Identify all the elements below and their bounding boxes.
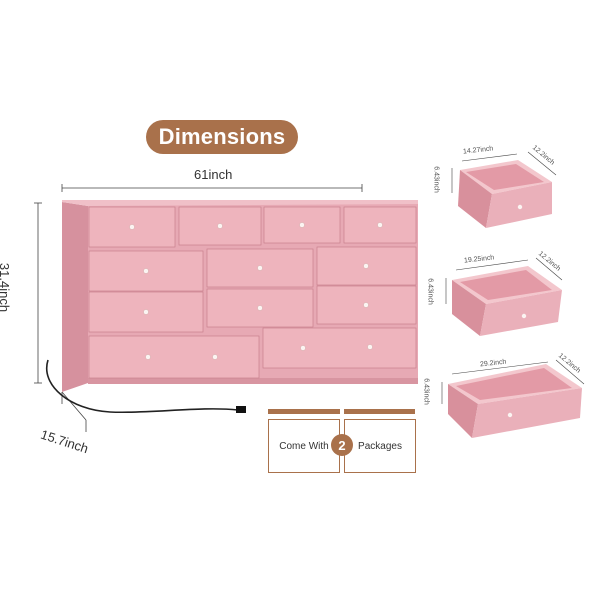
dresser-side (62, 202, 88, 392)
package-count-badge: 2 (331, 434, 353, 456)
drawer-row-2 (88, 246, 417, 292)
depth-dimension-line (61, 391, 87, 432)
drawer-row-top (88, 206, 417, 248)
drawer-medium-height-label: 6.43inch (426, 278, 434, 305)
drawer-medium-illustration (445, 257, 563, 336)
drawer-small-height-label: 6.43inch (432, 166, 440, 193)
width-dimension-line (61, 184, 363, 192)
dresser-base (88, 378, 418, 384)
drawer-small-illustration (451, 151, 557, 228)
package-bar-right (344, 409, 415, 414)
package-box-right: Packages (344, 419, 416, 473)
drawer-row-bottom (88, 327, 417, 379)
drawer-knobs (129, 222, 383, 360)
dresser-top (62, 200, 418, 206)
power-plug-icon (236, 406, 246, 413)
dresser-width-label: 61inch (194, 167, 233, 182)
power-cord-icon (45, 359, 239, 414)
dresser-height-label: 31.4inch (0, 262, 13, 313)
package-right-text: Packages (358, 440, 402, 452)
dimensions-title: Dimensions (146, 120, 298, 154)
package-box-left: Come With (268, 419, 340, 473)
drawer-large-height-label: 6.43inch (422, 378, 430, 405)
package-bar-left (268, 409, 340, 414)
drawer-large-illustration (441, 359, 585, 438)
package-left-text: Come With (279, 440, 329, 452)
height-dimension-line (34, 202, 42, 384)
